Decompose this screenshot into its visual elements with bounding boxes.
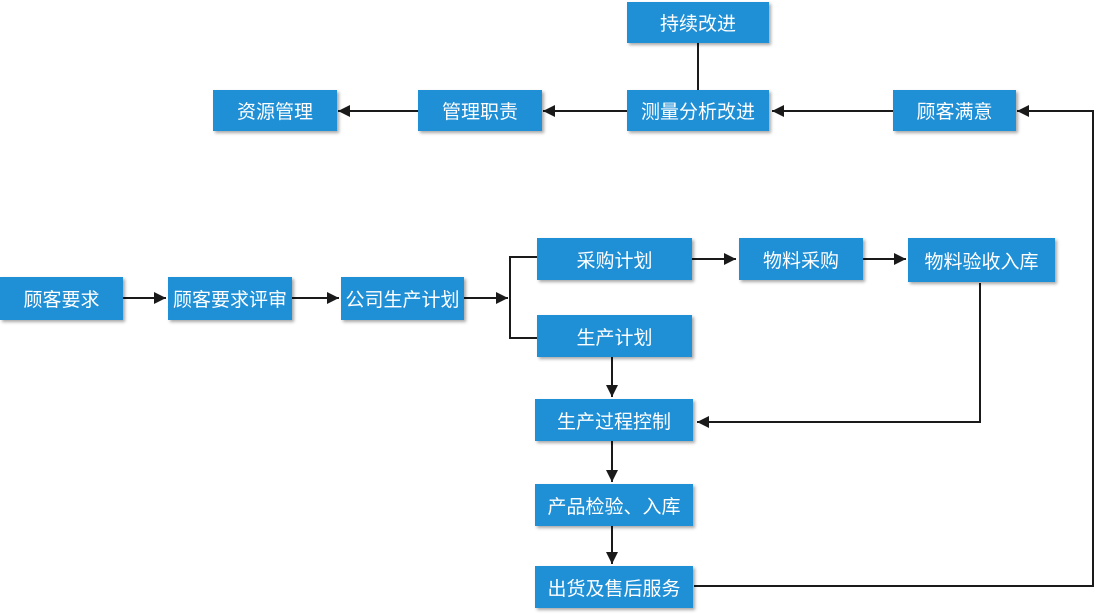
node-management-responsibility: 管理职责 [418,90,542,131]
node-label: 资源管理 [236,101,313,123]
node-label: 物料验收入库 [924,250,1039,273]
node-label: 产品检验、入库 [547,495,681,518]
arrow-delivery-to-satisfaction [694,105,1094,587]
node-label: 顾客要求评审 [172,289,287,311]
node-process-control: 生产过程控制 [535,399,693,441]
node-production-plan: 生产计划 [537,315,692,357]
node-label: 管理职责 [441,101,518,123]
node-label: 持续改进 [659,13,736,35]
node-label: 生产过程控制 [556,410,671,433]
node-label: 公司生产计划 [345,289,460,311]
node-label: 生产计划 [576,326,653,349]
node-label: 采购计划 [576,249,653,272]
node-continuous-improvement: 持续改进 [627,2,769,43]
node-delivery-service: 出货及售后服务 [535,566,693,608]
node-material-purchase: 物料采购 [739,238,863,280]
node-label: 出货及售后服务 [547,577,681,600]
node-purchase-plan: 采购计划 [537,238,692,280]
arrow-inspection-to-process-control [697,283,981,428]
node-resource-management: 资源管理 [213,90,337,131]
node-label: 物料采购 [762,249,839,272]
connector-split-bracket [509,256,537,339]
node-product-inspection: 产品检验、入库 [535,484,693,526]
node-measurement-analysis: 测量分析改进 [627,90,769,131]
node-label: 顾客要求 [23,289,100,311]
node-customer-requirements: 顾客要求 [0,277,123,320]
node-material-inspection: 物料验收入库 [908,238,1055,282]
node-customer-satisfaction: 顾客满意 [893,90,1016,131]
node-label: 顾客满意 [916,101,993,123]
node-company-production-plan: 公司生产计划 [341,277,464,320]
node-label: 测量分析改进 [640,101,755,123]
node-requirements-review: 顾客要求评审 [168,277,292,320]
